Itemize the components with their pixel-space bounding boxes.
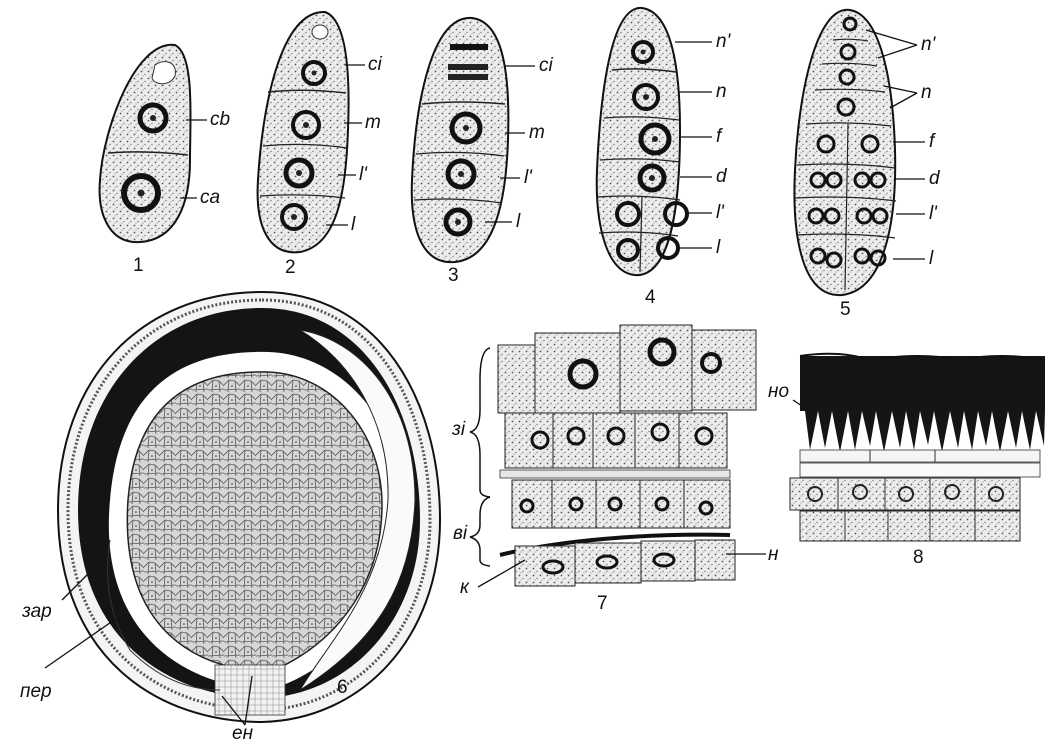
label-d: d <box>716 167 727 186</box>
label-l: l <box>716 238 720 257</box>
label-k: к <box>460 578 469 597</box>
label-d: d <box>929 169 940 188</box>
label-zi: зі <box>452 420 465 439</box>
label-n: n <box>921 83 932 102</box>
panel-2-embryo <box>258 12 365 252</box>
label-l-prime: l' <box>929 204 937 223</box>
panel-5-embryo <box>794 10 925 295</box>
figure-number-7: 7 <box>597 594 608 613</box>
panel-6-seed-section <box>45 292 440 725</box>
label-n-cyr: н <box>768 545 778 564</box>
label-l-prime: l' <box>716 203 724 222</box>
label-f: f <box>929 132 934 151</box>
figure-number-2: 2 <box>285 258 296 277</box>
label-n-prime: n' <box>716 32 730 51</box>
label-ci: ci <box>368 55 382 74</box>
label-l: l <box>351 215 355 234</box>
figure-number-5: 5 <box>840 300 851 319</box>
label-no: но <box>768 382 789 401</box>
label-l: l <box>929 249 933 268</box>
label-l-prime: l' <box>524 168 532 187</box>
label-f: f <box>716 127 721 146</box>
label-n-prime: n' <box>921 35 935 54</box>
figure-number-6: 6 <box>337 678 348 697</box>
panel-4-embryo <box>597 8 712 275</box>
label-ca: ca <box>200 188 220 207</box>
panel-7-tissue-section <box>470 325 766 587</box>
figure-number-3: 3 <box>448 266 459 285</box>
label-l: l <box>516 212 520 231</box>
label-m: m <box>529 123 545 142</box>
label-l-prime: l' <box>359 165 367 184</box>
label-m: m <box>365 113 381 132</box>
label-n: n <box>716 82 727 101</box>
label-cb: cb <box>210 110 230 129</box>
label-zar: зар <box>22 602 52 621</box>
label-per: пер <box>20 682 52 701</box>
label-vi: ві <box>453 524 467 543</box>
label-ci: ci <box>539 56 553 75</box>
panel-8-seed-coat <box>790 354 1045 541</box>
figure-number-4: 4 <box>645 288 656 307</box>
figure-number-1: 1 <box>133 256 144 275</box>
panel-1-embryo <box>100 45 207 242</box>
label-en: ен <box>232 724 253 743</box>
figure-number-8: 8 <box>913 548 924 567</box>
